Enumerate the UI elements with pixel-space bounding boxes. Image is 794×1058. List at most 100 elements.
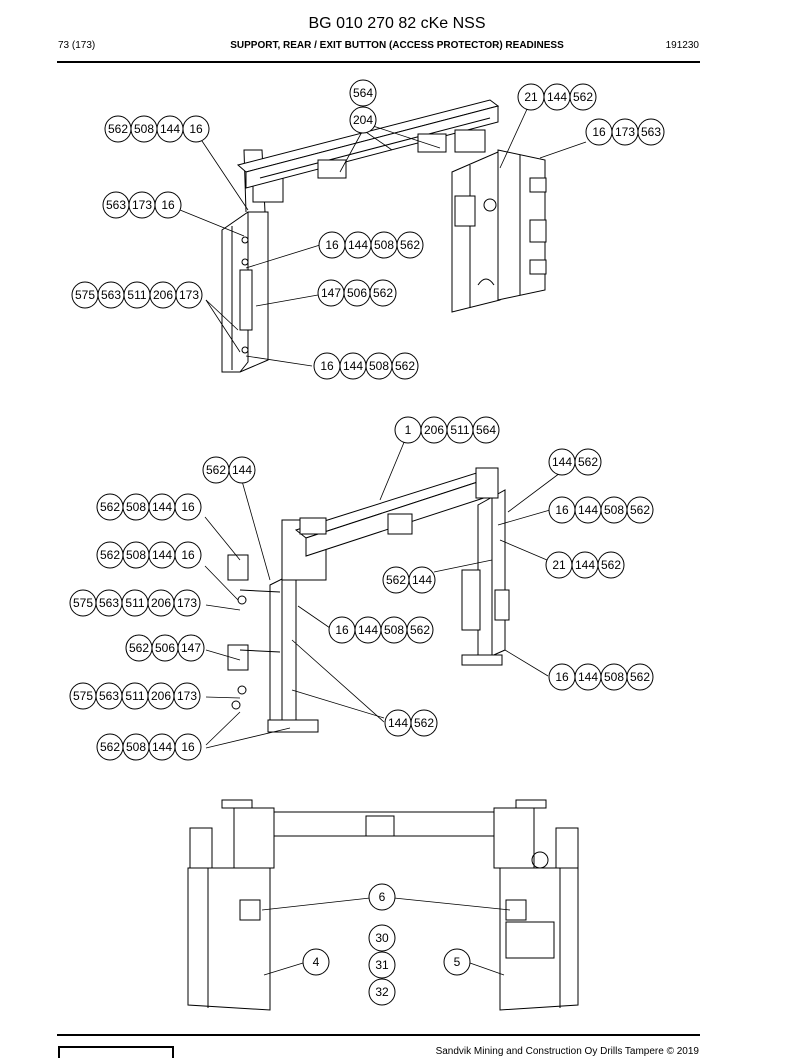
- callout-group-v1-204: 204: [349, 106, 377, 134]
- part-callout-508: 508: [122, 493, 150, 521]
- part-number: 508: [134, 122, 154, 136]
- part-number: 562: [410, 623, 430, 637]
- part-number: 16: [335, 623, 349, 637]
- part-callout-173: 173: [173, 682, 201, 710]
- part-callout-508: 508: [600, 496, 628, 524]
- part-callout-30: 30: [368, 924, 396, 952]
- part-number: 21: [552, 558, 566, 572]
- part-number: 508: [369, 359, 389, 373]
- part-number: 511: [450, 423, 469, 437]
- part-number: 16: [161, 198, 175, 212]
- part-number: 206: [151, 689, 171, 703]
- part-callout-562: 562: [369, 279, 397, 307]
- part-callout-206: 206: [149, 281, 177, 309]
- part-number: 5: [454, 955, 461, 969]
- part-number: 173: [132, 198, 152, 212]
- callout-group-v3-4: 4: [302, 948, 330, 976]
- part-number: 562: [601, 558, 621, 572]
- part-callout-563: 563: [95, 682, 123, 710]
- part-callout-563: 563: [637, 118, 665, 146]
- part-callout-21: 21: [545, 551, 573, 579]
- part-number: 144: [578, 503, 598, 517]
- part-callout-508: 508: [365, 352, 393, 380]
- section-title: SUPPORT, REAR / EXIT BUTTON (ACCESS PROT…: [230, 40, 564, 51]
- part-callout-16: 16: [328, 616, 356, 644]
- part-callout-562: 562: [96, 493, 124, 521]
- view-2-leaders: [204, 439, 561, 749]
- part-callout-144: 144: [408, 566, 436, 594]
- part-callout-173: 173: [611, 118, 639, 146]
- part-number: 575: [73, 689, 93, 703]
- part-callout-206: 206: [147, 682, 175, 710]
- part-number: 147: [321, 286, 341, 300]
- part-callout-144: 144: [228, 456, 256, 484]
- part-callout-562: 562: [125, 634, 153, 662]
- part-callout-575: 575: [69, 682, 97, 710]
- part-number: 32: [375, 985, 389, 999]
- part-number: 16: [181, 500, 195, 514]
- part-number: 506: [155, 641, 175, 655]
- part-callout-144: 144: [574, 496, 602, 524]
- part-callout-506: 506: [151, 634, 179, 662]
- part-callout-508: 508: [600, 663, 628, 691]
- part-callout-564: 564: [349, 79, 377, 107]
- part-callout-21: 21: [517, 83, 545, 111]
- part-number: 563: [101, 288, 121, 302]
- part-number: 16: [592, 125, 606, 139]
- callout-group-v3-32: 32: [368, 978, 396, 1006]
- part-number: 16: [320, 359, 334, 373]
- part-callout-173: 173: [173, 589, 201, 617]
- part-callout-508: 508: [130, 115, 158, 143]
- part-callout-508: 508: [122, 541, 150, 569]
- part-number: 144: [578, 670, 598, 684]
- part-number: 563: [106, 198, 126, 212]
- part-callout-16: 16: [174, 541, 202, 569]
- part-number: 1: [405, 423, 412, 437]
- part-callout-144: 144: [384, 709, 412, 737]
- page-reference: 73 (173): [58, 40, 96, 51]
- part-callout-16: 16: [182, 115, 210, 143]
- part-number: 16: [181, 548, 195, 562]
- part-callout-144: 144: [148, 733, 176, 761]
- part-number: 144: [547, 90, 567, 104]
- part-callout-16: 16: [174, 493, 202, 521]
- part-callout-508: 508: [370, 231, 398, 259]
- part-callout-144: 144: [571, 551, 599, 579]
- part-number: 144: [232, 463, 252, 477]
- view-1-assembly: [221, 99, 547, 373]
- part-number: 562: [129, 641, 149, 655]
- part-callout-563: 563: [95, 589, 123, 617]
- part-number: 508: [126, 740, 146, 754]
- part-number: 16: [555, 503, 569, 517]
- part-callout-6: 6: [368, 883, 396, 911]
- part-callout-563: 563: [97, 281, 125, 309]
- part-number: 562: [578, 455, 598, 469]
- part-callout-511: 511: [121, 682, 149, 710]
- part-number: 144: [348, 238, 368, 252]
- part-number: 562: [630, 670, 650, 684]
- part-number: 562: [373, 286, 393, 300]
- part-number: 506: [347, 286, 367, 300]
- footer-rule: [57, 1034, 700, 1036]
- part-callout-575: 575: [69, 589, 97, 617]
- part-number: 144: [160, 122, 180, 136]
- part-number: 173: [177, 689, 197, 703]
- part-callout-562: 562: [406, 616, 434, 644]
- part-number: 564: [353, 86, 373, 100]
- view-2-assembly: [227, 467, 510, 733]
